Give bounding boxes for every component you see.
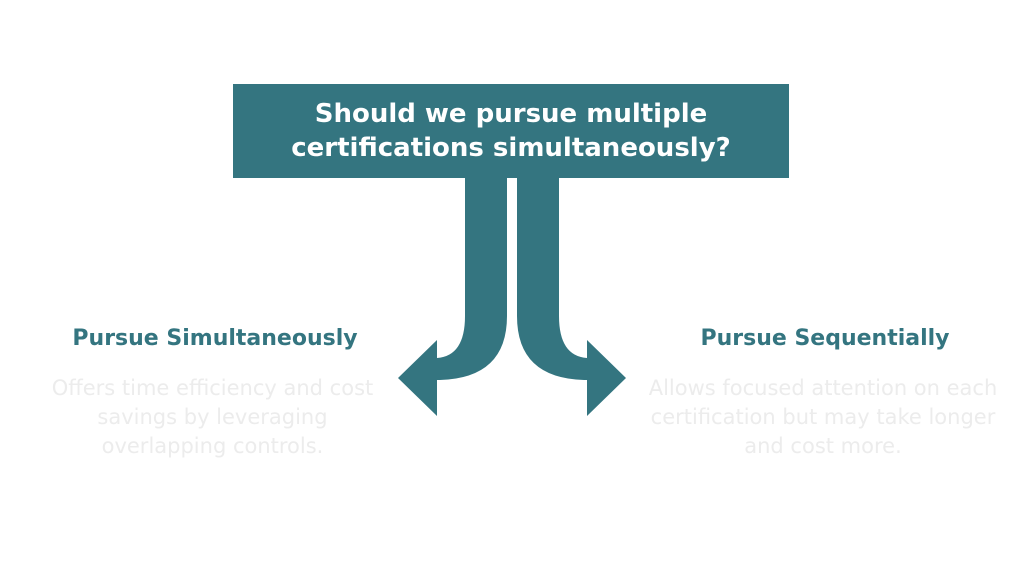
right-arrow <box>517 178 626 416</box>
left-arrow <box>398 178 507 416</box>
option-simultaneous-title: Pursue Simultaneously <box>72 326 358 351</box>
option-sequential-description: Allows focused attention on each certifi… <box>648 376 998 458</box>
question-text: Should we pursue multiple certifications… <box>291 99 731 163</box>
option-sequential-title: Pursue Sequentially <box>700 326 950 351</box>
option-simultaneous-description: Offers time efficiency and cost savings … <box>51 376 374 458</box>
question-box: Should we pursue multiple certifications… <box>233 84 789 178</box>
